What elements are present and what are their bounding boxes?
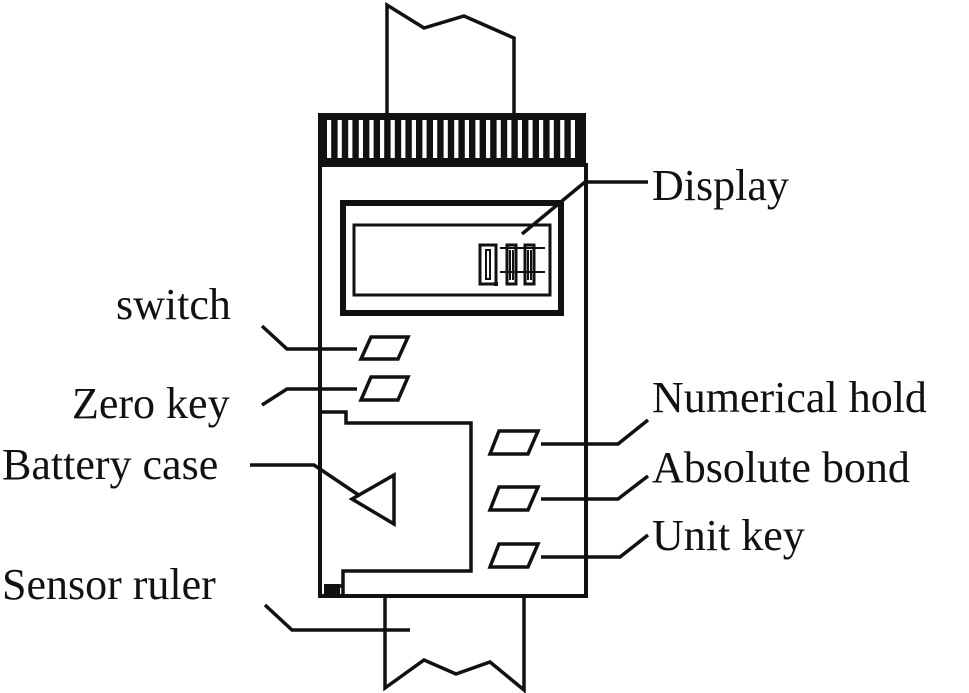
grip-slit: [560, 120, 565, 158]
leader-battery: [250, 465, 360, 496]
grip-slit: [486, 120, 491, 158]
label-unit-key: Unit key: [652, 511, 805, 560]
grip-slit: [539, 120, 544, 158]
grip-slit: [570, 120, 575, 158]
grip-slit: [380, 120, 385, 158]
leader-lines: [250, 182, 648, 630]
zero-key[interactable]: [361, 377, 408, 400]
grip-slit: [369, 120, 374, 158]
grip-slit: [422, 120, 427, 158]
grip-slit: [528, 120, 533, 158]
switch-key[interactable]: [361, 337, 408, 359]
leader-sensor: [265, 605, 410, 630]
leader-absolute-bond: [541, 476, 648, 499]
label-battery-case: Battery case: [2, 440, 219, 489]
label-numerical-hold: Numerical hold: [652, 373, 927, 422]
grip-slit: [464, 120, 469, 158]
grip-slit: [337, 120, 342, 158]
grip-slit: [411, 120, 416, 158]
display-window: [343, 203, 561, 313]
numerical-hold-key[interactable]: [490, 431, 538, 454]
display-digits: [480, 245, 545, 286]
grip-slit: [348, 120, 353, 158]
grip-slit: [358, 120, 363, 158]
battery-case: [322, 412, 471, 594]
grip-slit: [433, 120, 438, 158]
absolute-bond-key[interactable]: [490, 487, 538, 510]
leader-unit-key: [541, 535, 648, 557]
grip-slit: [517, 120, 522, 158]
leader-numerical-hold: [541, 420, 648, 444]
grip-slit: [401, 120, 406, 158]
label-switch: switch: [116, 280, 231, 329]
leader-switch: [262, 326, 357, 349]
label-sensor-ruler: Sensor ruler: [2, 560, 216, 609]
grip-slit: [507, 120, 512, 158]
grip-slit: [390, 120, 395, 158]
grip-slit: [549, 120, 554, 158]
grip-slit: [443, 120, 448, 158]
label-zero-key: Zero key: [72, 379, 230, 428]
battery-arrow: [352, 475, 394, 524]
label-absolute-bond: Absolute bond: [652, 443, 910, 492]
grip-slit: [496, 120, 501, 158]
grip-slit: [327, 120, 332, 158]
unit-key[interactable]: [490, 544, 538, 567]
lower-ruler: [385, 596, 524, 690]
leader-zero: [262, 389, 357, 405]
grip-slit: [475, 120, 480, 158]
label-display: Display: [652, 161, 789, 210]
upper-ruler: [387, 5, 514, 113]
leader-display: [522, 182, 648, 234]
top-grip: [318, 113, 586, 165]
grip-slit: [454, 120, 459, 158]
